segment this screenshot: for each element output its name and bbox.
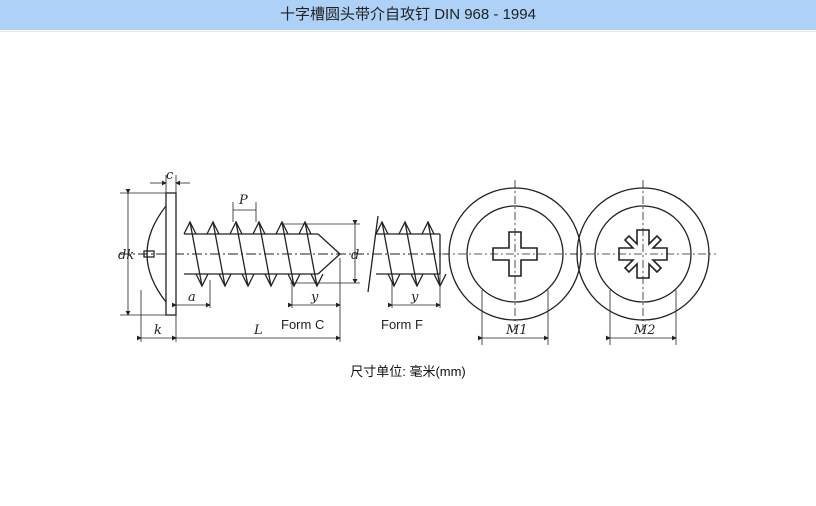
label-k: k — [154, 323, 162, 338]
screw-tip — [317, 233, 341, 275]
screw-flange — [165, 192, 177, 316]
head-view-m2-outer — [576, 187, 710, 321]
label-y-f: y — [410, 290, 419, 305]
label-form-f: Form F — [381, 317, 423, 332]
page-title: 十字槽圆头带介自攻钉 DIN 968 - 1994 — [280, 6, 536, 23]
label-a: a — [188, 290, 196, 305]
label-m2: M2 — [633, 323, 656, 338]
thread-form-c — [183, 220, 324, 288]
label-l: L — [253, 323, 263, 338]
label-c: c — [166, 168, 174, 183]
page-title-bar: 十字槽圆头带介自攻钉 DIN 968 - 1994 — [0, 0, 816, 30]
head-view-m1-inner — [466, 205, 564, 303]
unit-caption: 尺寸单位: 毫米(mm) — [350, 364, 466, 379]
cross-recess-m1 — [492, 231, 538, 277]
screw-head-dome — [146, 205, 167, 303]
label-m1: M1 — [505, 323, 528, 338]
break-line — [367, 215, 379, 293]
cross-recess-m2 — [618, 229, 668, 279]
label-p: P — [238, 193, 248, 208]
divider — [0, 31, 816, 32]
label-y-c: y — [310, 290, 319, 305]
label-d: d — [351, 248, 359, 263]
label-form-c: Form C — [281, 317, 324, 332]
head-view-m1-outer — [448, 187, 582, 321]
head-slot — [143, 250, 155, 258]
head-view-m2-inner — [594, 205, 692, 303]
label-dk: dk — [118, 248, 134, 263]
